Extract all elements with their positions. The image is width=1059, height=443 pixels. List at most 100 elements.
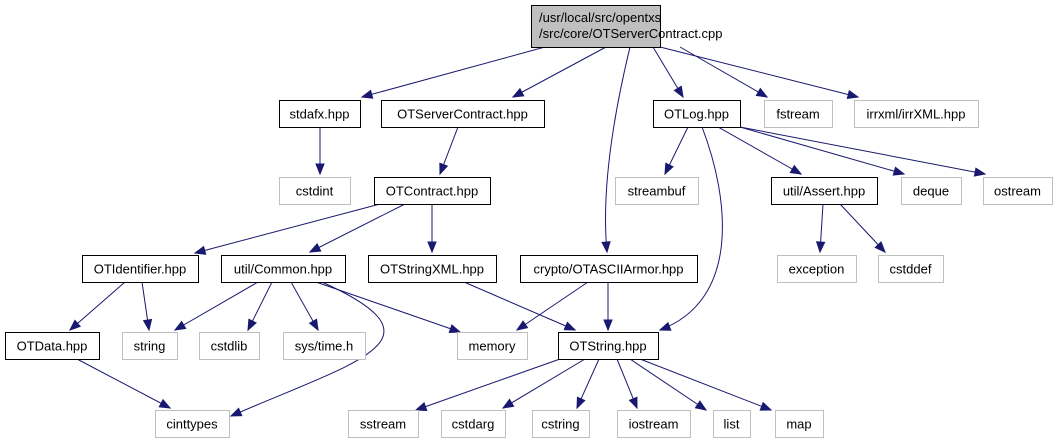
edge-otlog-to-streambuf (664, 126, 689, 176)
edge-line (739, 126, 905, 175)
node-otservercontract_hpp[interactable]: OTServerContract.hpp (381, 100, 545, 128)
node-label: crypto/OTASCIIArmor.hpp (533, 262, 683, 277)
arrowhead-icon (755, 87, 769, 98)
node-root[interactable]: /usr/local/src/opentxs/src/core/OTServer… (531, 5, 723, 48)
node-label: stdafx.hpp (290, 107, 350, 122)
arrowhead-icon (142, 318, 153, 332)
node-cstdarg: cstdarg (441, 410, 506, 438)
arrowhead-icon (892, 166, 906, 176)
node-cinttypes: cinttypes (155, 410, 230, 438)
node-box (199, 332, 260, 360)
edge-otstring-to-cstdarg (501, 358, 586, 409)
arrowhead-icon (658, 321, 672, 331)
arrowhead-icon (515, 320, 529, 331)
node-cstdint: cstdint (279, 177, 351, 205)
node-otdata[interactable]: OTData.hpp (5, 332, 100, 360)
node-otlog[interactable]: OTLog.hpp (653, 100, 741, 128)
edge-otstring-to-iostream (616, 358, 638, 410)
arrowhead-icon (973, 167, 987, 177)
node-otstring[interactable]: OTString.hpp (558, 332, 659, 360)
node-box (348, 410, 419, 438)
node-list: list (713, 410, 751, 438)
node-streambuf: streambuf (615, 177, 699, 205)
edge-otstring-to-sstream (414, 358, 561, 411)
node-irrxml: irrxml/irrXML.hpp (854, 100, 979, 128)
arrowhead-icon (563, 321, 577, 331)
edge-otstringxml-to-otstring (463, 281, 577, 331)
edge-otlog-to-otstring (658, 126, 723, 331)
edge-otidentifier-to-otdata (68, 281, 126, 331)
edge-line (839, 203, 886, 253)
node-box (279, 100, 361, 128)
node-box (520, 255, 698, 283)
node-label: cstdint (296, 184, 334, 199)
node-label: cstdarg (452, 417, 495, 432)
node-label: memory (469, 339, 516, 354)
node-label: OTStringXML.hpp (380, 262, 484, 277)
node-sstream: sstream (348, 410, 419, 438)
node-label: cstdlib (211, 339, 248, 354)
arrowhead-icon (308, 318, 319, 332)
node-label: map (786, 417, 811, 432)
arrowhead-icon (759, 401, 773, 411)
node-box (5, 332, 100, 360)
arrowhead-icon (664, 162, 674, 176)
arrowhead-icon (173, 320, 187, 331)
node-cstring: cstring (532, 410, 590, 438)
edge-otcontract-to-otidentifier (193, 203, 381, 255)
node-box (777, 255, 857, 283)
edge-line (463, 281, 576, 331)
edge-assert-to-exception (815, 203, 826, 254)
node-otidentifier[interactable]: OTIdentifier.hpp (82, 255, 199, 283)
arrowhead-icon (501, 398, 515, 409)
edge-common-to-cstdlib (247, 281, 273, 332)
node-box (617, 410, 691, 438)
node-box (615, 177, 699, 205)
node-box (441, 410, 506, 438)
edge-otasciiarmor-to-memory (515, 281, 589, 331)
edge-stdafx-to-cstdint (315, 127, 325, 176)
node-box (82, 255, 199, 283)
edge-line (659, 46, 859, 98)
node-label: cstring (541, 417, 579, 432)
edge-otlog-to-deque (739, 126, 906, 176)
node-label: fstream (776, 107, 819, 122)
node-otasciiarmor[interactable]: crypto/OTASCIIArmor.hpp (520, 255, 698, 283)
edge-line (629, 358, 707, 411)
node-box (221, 255, 346, 283)
node-box (279, 177, 351, 205)
node-box (368, 255, 497, 283)
edge-line (69, 281, 126, 331)
node-box (155, 410, 230, 438)
edge-line (512, 46, 607, 98)
node-label: OTIdentifier.hpp (94, 262, 187, 277)
node-stdafx[interactable]: stdafx.hpp (279, 100, 361, 128)
node-otcontract[interactable]: OTContract.hpp (374, 177, 491, 205)
arrowhead-icon (815, 241, 826, 254)
node-label: iostream (629, 417, 679, 432)
arrowhead-icon (247, 318, 257, 332)
node-box (713, 410, 751, 438)
node-otstringxml[interactable]: OTStringXML.hpp (368, 255, 497, 283)
node-label: OTLog.hpp (664, 107, 729, 122)
node-box (532, 410, 590, 438)
node-assert[interactable]: util/Assert.hpp (771, 177, 878, 205)
node-box (283, 332, 366, 360)
edge-assert-to-cstddef (839, 203, 886, 253)
edge-otcontract-to-otstringxml (427, 204, 437, 254)
edge-line (679, 46, 768, 98)
arrowhead-icon (511, 87, 525, 98)
edge-line (605, 46, 631, 253)
arrowhead-icon (628, 396, 638, 410)
arrowhead-icon (576, 396, 586, 410)
node-fstream: fstream (764, 100, 833, 128)
arrowhead-icon (193, 245, 207, 255)
node-label: OTContract.hpp (386, 184, 479, 199)
node-common[interactable]: util/Common.hpp (221, 255, 346, 283)
arrowhead-icon (68, 319, 82, 331)
node-label: cinttypes (166, 417, 218, 432)
edge-line (194, 203, 381, 254)
edge-otservercontract_hpp-to-otcontract (439, 126, 459, 176)
edge-line (739, 126, 986, 175)
arrowhead-icon (229, 407, 243, 417)
